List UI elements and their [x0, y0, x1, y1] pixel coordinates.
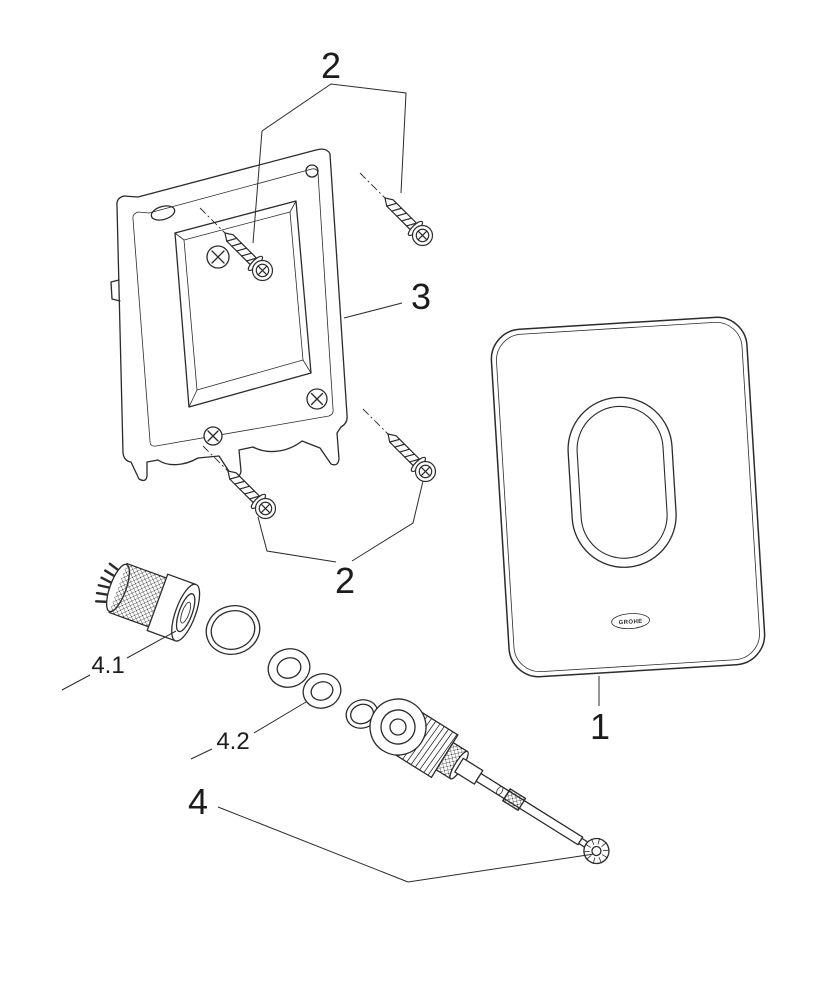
frame-grommet-top: [206, 245, 230, 269]
label-part4-2: 4.2: [216, 728, 249, 755]
frame-bevel-line: [188, 389, 198, 408]
o-ring-large: [205, 605, 261, 655]
valve-spindle-assembly: [369, 698, 610, 865]
leader-lines: [61, 83, 600, 883]
frame-left-tab: [110, 279, 121, 302]
leader-part4-2-a: [190, 748, 213, 760]
grohe-logo-oval: [611, 613, 650, 630]
rod-knurled-section: [502, 788, 527, 811]
mounting-frame: [110, 148, 348, 482]
leader-part4-a: [217, 806, 409, 883]
spindle-star-end: [583, 837, 610, 865]
leader-part2-top: [261, 83, 407, 194]
frame-outline: [116, 148, 348, 482]
label-part1: 1: [590, 706, 610, 747]
label-part4: 4: [188, 781, 208, 822]
plate-inner-edge: [496, 321, 760, 673]
screw-top-left: [199, 207, 278, 286]
screw-axis-line: [359, 172, 386, 199]
screw-axis-line: [362, 408, 389, 435]
plate-outline: [490, 316, 766, 678]
button-rim: [567, 396, 677, 568]
frame-corner-slot: [150, 205, 176, 221]
frame-bevel-line: [174, 232, 185, 241]
leader-part2-bottom-right: [351, 480, 424, 562]
grohe-logo: GROHE: [611, 613, 650, 630]
grohe-logo-text: GROHE: [619, 619, 643, 626]
cartridge-bore: [180, 601, 192, 624]
cartridge-knurl: [109, 563, 167, 627]
cartridge-ring-face: [171, 583, 201, 642]
leader-part2-top-left: [252, 130, 263, 244]
flush-plate: GROHE: [490, 316, 766, 678]
frame-corner-hole: [305, 164, 319, 178]
cartridge-adapter: [94, 562, 201, 642]
spindle-rod: [475, 772, 584, 846]
washer-1: [267, 648, 311, 688]
screw-axis-line: [199, 207, 226, 234]
cartridge-ring-inner: [175, 593, 196, 633]
frame-bevel-line: [302, 359, 312, 374]
screw-top-right: [359, 172, 438, 251]
frame-face-inset: [132, 168, 334, 447]
leader-part4-1-b: [126, 630, 177, 659]
screw-bottom-left: [202, 445, 281, 524]
screw-axis-line: [202, 445, 229, 472]
label-part2-top: 2: [321, 45, 341, 86]
label-part3: 3: [411, 276, 431, 317]
screw-bottom-right: [362, 408, 441, 487]
flush-button: [567, 396, 677, 568]
rod-segment-line: [496, 786, 504, 796]
leader-part2-bottom-left: [257, 516, 337, 563]
label-part2-bottom: 2: [335, 560, 355, 601]
leader-part4-1-a: [61, 674, 91, 691]
washer-2: [302, 673, 342, 709]
leader-part4-b: [407, 853, 595, 883]
frame-grommet-bottom-left: [203, 426, 223, 446]
cartridge-edge: [108, 611, 150, 628]
button-face: [576, 405, 668, 559]
cartridge-edge: [126, 562, 168, 579]
frame-grommet-bottom-right: [306, 388, 328, 410]
leader-part3: [343, 302, 403, 319]
frame-bevel-line: [289, 200, 297, 213]
valve-face: [369, 698, 427, 756]
label-part4-1: 4.1: [91, 652, 124, 679]
leader-part4-2-b: [253, 701, 307, 734]
